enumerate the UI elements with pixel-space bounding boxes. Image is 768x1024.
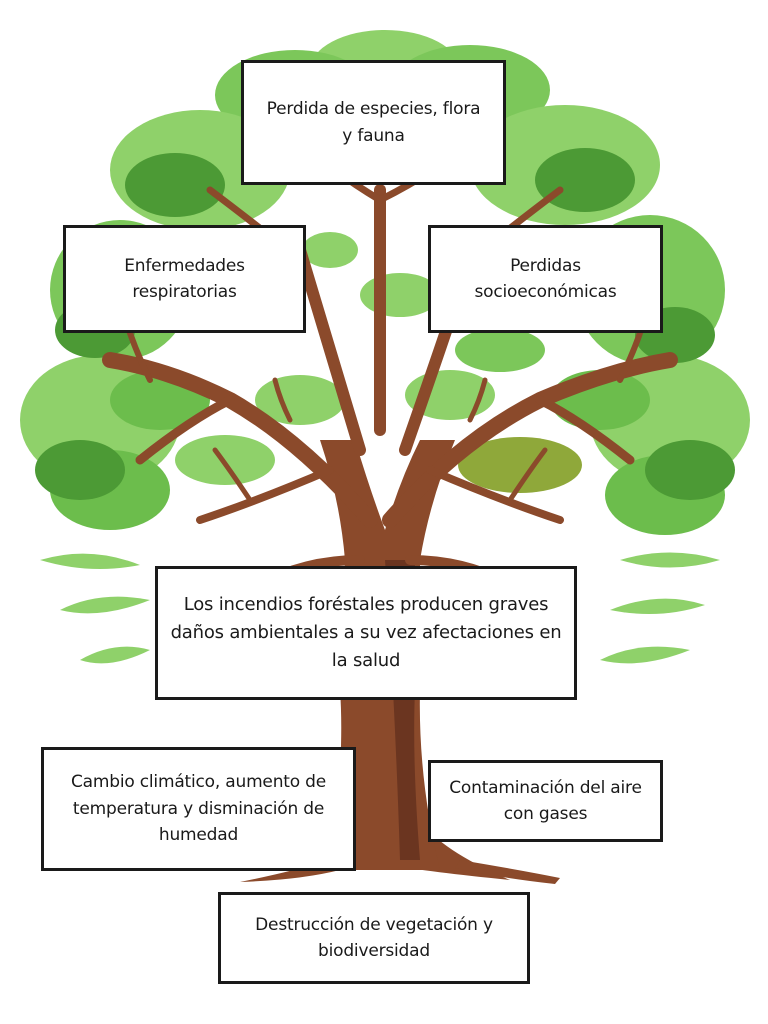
effect-box-respiratory-diseases: Enfermedades respiratorias — [63, 225, 306, 333]
cause-text: Contaminación del aire con gases — [449, 777, 642, 824]
effect-text: Enfermedades respiratorias — [124, 255, 245, 302]
cause-text: Cambio climático, aumento de temperatura… — [71, 772, 326, 846]
cause-box-climate-change: Cambio climático, aumento de temperatura… — [41, 747, 356, 871]
effect-text: Perdida de especies, flora y fauna — [266, 99, 481, 146]
effect-box-species-loss: Perdida de especies, flora y fauna — [241, 60, 506, 185]
cause-box-vegetation-destruction: Destrucción de vegetación y biodiversida… — [218, 892, 530, 984]
effect-box-socioeconomic-losses: Perdidas socioeconómicas — [428, 225, 663, 333]
cause-text: Destrucción de vegetación y biodiversida… — [255, 914, 493, 961]
effect-text: Perdidas socioeconómicas — [474, 255, 617, 302]
central-problem-box: Los incendios foréstales producen graves… — [155, 566, 577, 700]
side-leaves — [40, 552, 720, 664]
central-problem-text: Los incendios foréstales producen graves… — [170, 594, 562, 671]
cause-box-air-pollution: Contaminación del aire con gases — [428, 760, 663, 842]
